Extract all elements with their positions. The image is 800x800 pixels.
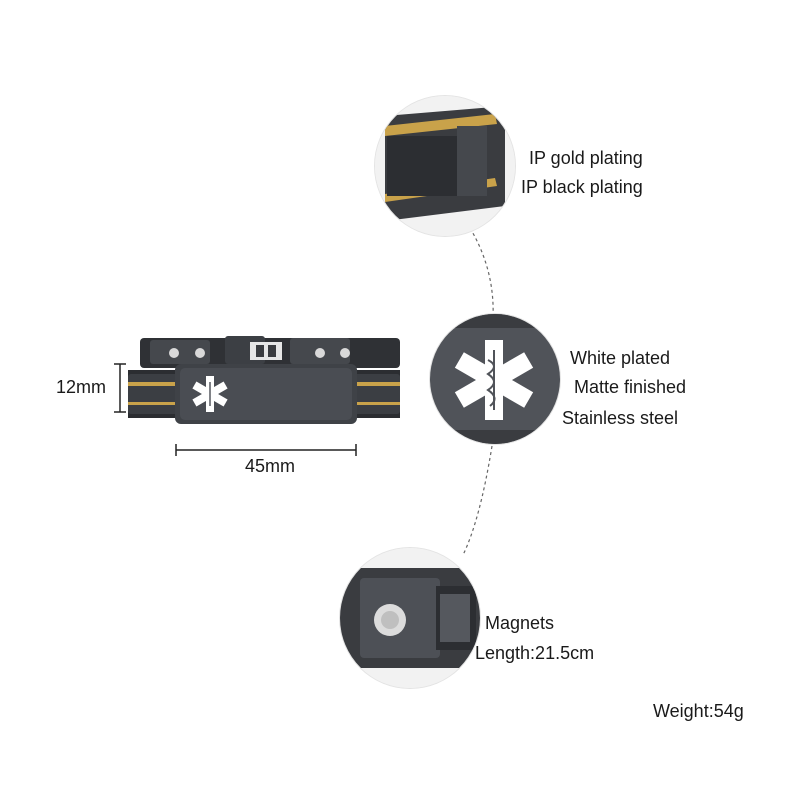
magnets-detail-image — [340, 548, 480, 688]
width-dimension-line — [175, 444, 357, 456]
magnets-detail-circle — [340, 548, 480, 688]
bracelet-image — [128, 336, 400, 424]
surface-line2: Matte finished — [574, 377, 687, 397]
magnets-line2: Length:21.5cm — [475, 643, 595, 663]
plating-line1: IP gold plating — [529, 148, 643, 168]
star-of-life-icon — [454, 340, 534, 420]
magnet-left — [169, 348, 179, 358]
plating-detail-circle — [375, 96, 515, 236]
connector-bottom — [462, 445, 493, 556]
star-of-life-icon — [192, 376, 228, 412]
connector-top — [469, 227, 494, 319]
surface-line1: White plated — [570, 348, 671, 368]
height-label: 12mm — [56, 377, 107, 397]
plating-detail-image — [375, 96, 515, 236]
surface-line3: Stainless steel — [562, 408, 679, 428]
weight-label: Weight:54g — [653, 701, 744, 721]
surface-detail-image — [430, 314, 560, 444]
height-dimension-line — [114, 363, 126, 413]
width-label: 45mm — [245, 456, 296, 476]
magnets-line1: Magnets — [485, 613, 555, 633]
plating-line2: IP black plating — [521, 177, 643, 197]
surface-detail-circle — [430, 314, 560, 444]
